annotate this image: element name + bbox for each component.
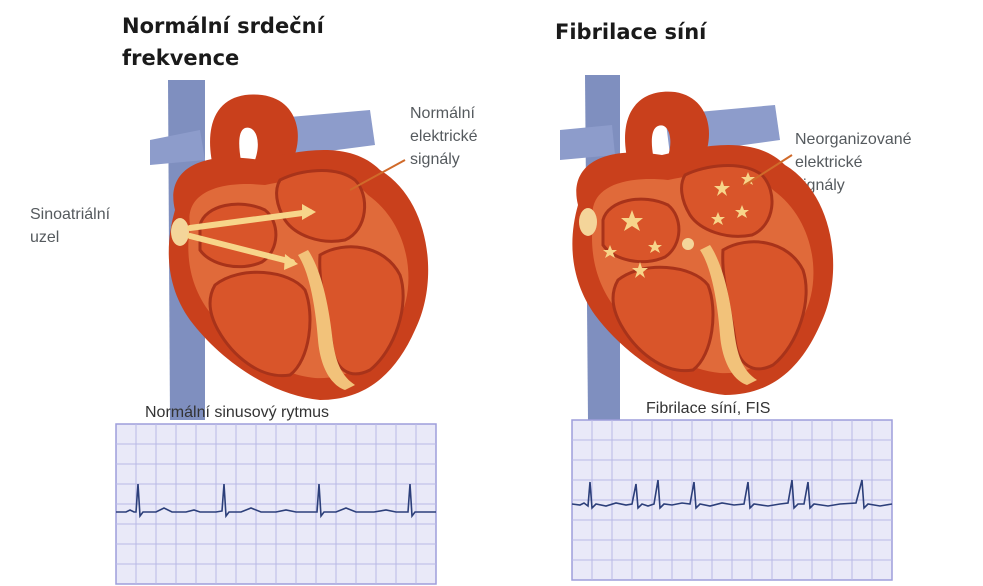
right-right-atrium <box>603 199 679 262</box>
right-sa-node <box>579 208 597 236</box>
right-ecg-strip <box>572 420 892 580</box>
right-right-ventricle <box>613 267 713 370</box>
left-ecg-strip <box>116 424 436 584</box>
right-av-node <box>682 238 694 250</box>
left-ecg-caption: Normální sinusový rytmus <box>145 404 329 422</box>
right-pulmonary-vessels <box>560 125 615 160</box>
right-ecg-caption: Fibrilace síní, FIS <box>646 400 770 418</box>
